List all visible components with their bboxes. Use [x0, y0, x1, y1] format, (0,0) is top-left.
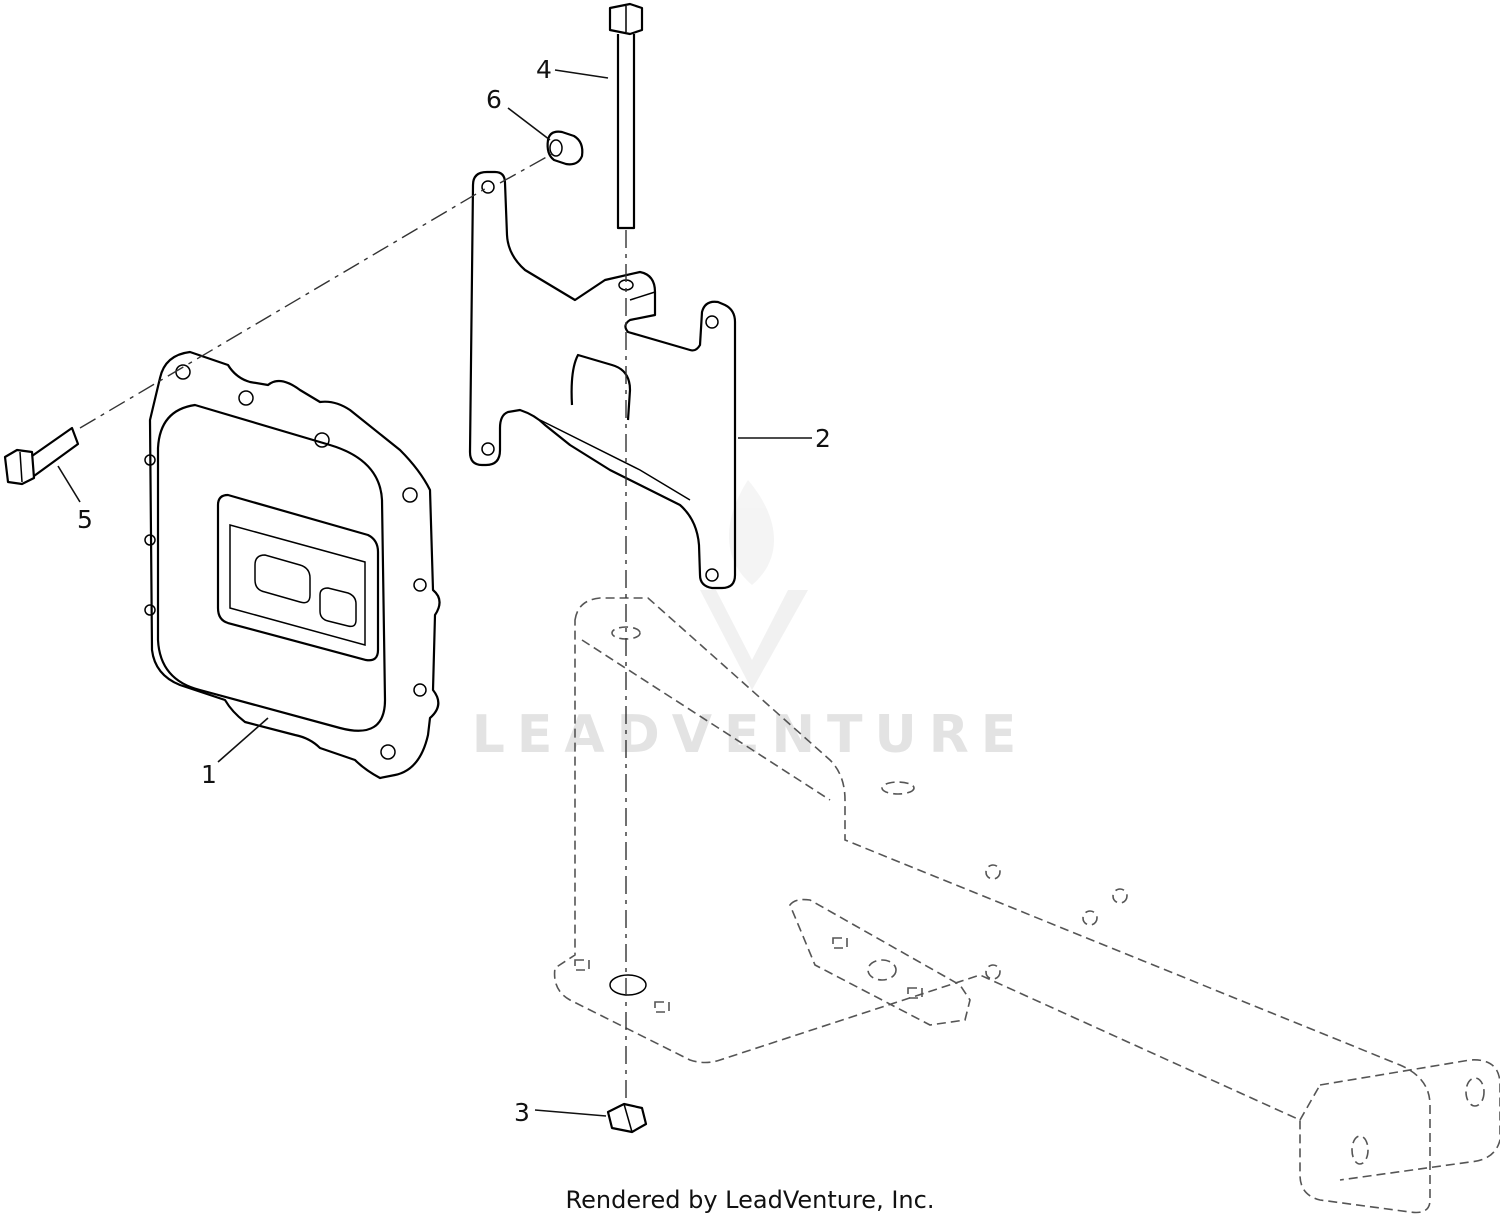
- callout-label: 2: [815, 424, 831, 453]
- footer-credit: Rendered by LeadVenture, Inc.: [565, 1186, 935, 1214]
- spacer-bushing-part: [546, 130, 584, 166]
- callout-label: 4: [536, 55, 552, 84]
- callout-leader-lines: [57, 69, 812, 1117]
- hex-nut-part: [606, 1102, 648, 1134]
- leadventure-flame-logo-icon: [700, 480, 808, 690]
- callout-label: 3: [514, 1098, 530, 1127]
- callout-label: 5: [77, 505, 93, 534]
- short-bolt-part: [3, 426, 80, 486]
- callout-labels: 4 6 2 5 1 3: [77, 55, 831, 1127]
- mounting-bracket-part: [468, 170, 737, 590]
- assembly-centerlines: [79, 153, 627, 1102]
- callout-label: 1: [201, 760, 217, 789]
- controller-module-part: [144, 350, 441, 780]
- frame-ghost-part: [553, 597, 1500, 1214]
- callout-label: 6: [486, 85, 502, 114]
- watermark-text: LEADVENTURE: [472, 705, 1029, 765]
- long-bolt-part: [608, 2, 644, 230]
